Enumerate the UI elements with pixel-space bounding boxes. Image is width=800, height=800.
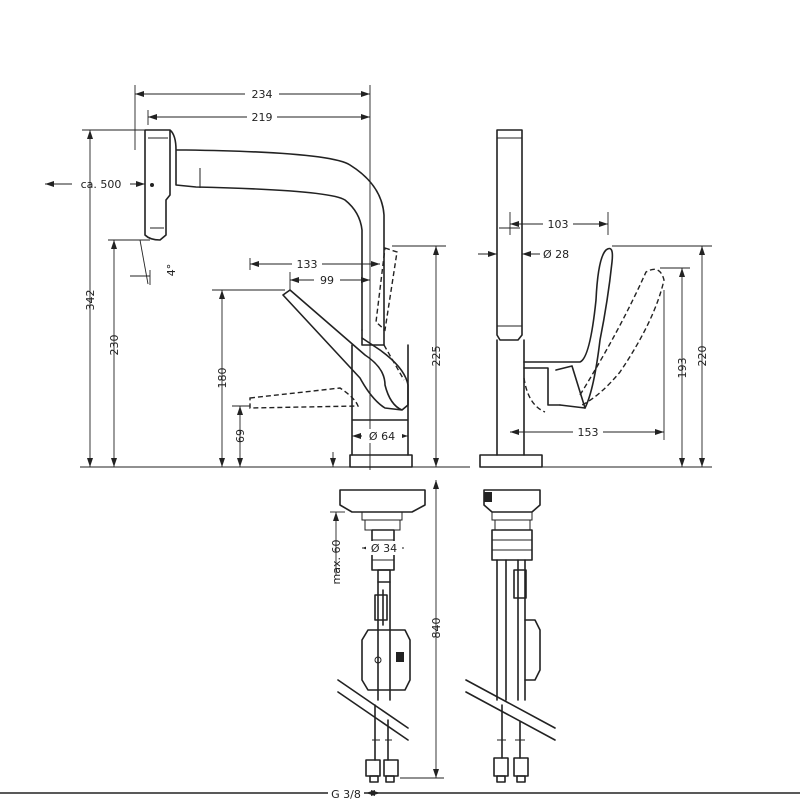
dim-234: 234 <box>252 88 273 101</box>
dim-d28: Ø 28 <box>543 248 569 261</box>
dim-180: 180 <box>216 368 229 389</box>
dim-153: 153 <box>578 426 599 439</box>
dim-d64: Ø 64 <box>369 430 395 443</box>
dim-103: 103 <box>548 218 569 231</box>
dim-g38: G 3/8 <box>331 788 361 800</box>
dim-219: 219 <box>252 111 273 124</box>
dim-342: 342 <box>84 290 97 311</box>
front-dimensions: 103 Ø 28 153 193 220 <box>478 212 712 468</box>
check-valve <box>361 629 411 691</box>
dim-220: 220 <box>696 346 709 367</box>
side-view <box>0 129 800 794</box>
dim-840: 840 <box>430 618 443 639</box>
side-dimensions: 234 219 ca. 500 342 230 4° <box>45 85 470 800</box>
lever-dashed <box>375 247 398 332</box>
dim-225: 225 <box>430 346 443 367</box>
lever <box>282 289 409 411</box>
dim-ca500: ca. 500 <box>81 178 122 191</box>
dim-4deg: 4° <box>165 264 178 277</box>
body-cylinder <box>351 344 409 456</box>
dim-d34: Ø 34 <box>371 542 397 555</box>
dim-99: 99 <box>320 274 334 287</box>
dim-max60: max. 60 <box>330 540 343 585</box>
dim-230: 230 <box>108 335 121 356</box>
dim-193: 193 <box>676 358 689 379</box>
front-view <box>465 129 665 783</box>
spout-outline <box>144 129 385 331</box>
dim-133: 133 <box>297 258 318 271</box>
front-spout <box>496 129 523 341</box>
base-plate <box>339 489 426 513</box>
dim-69: 69 <box>234 429 247 443</box>
